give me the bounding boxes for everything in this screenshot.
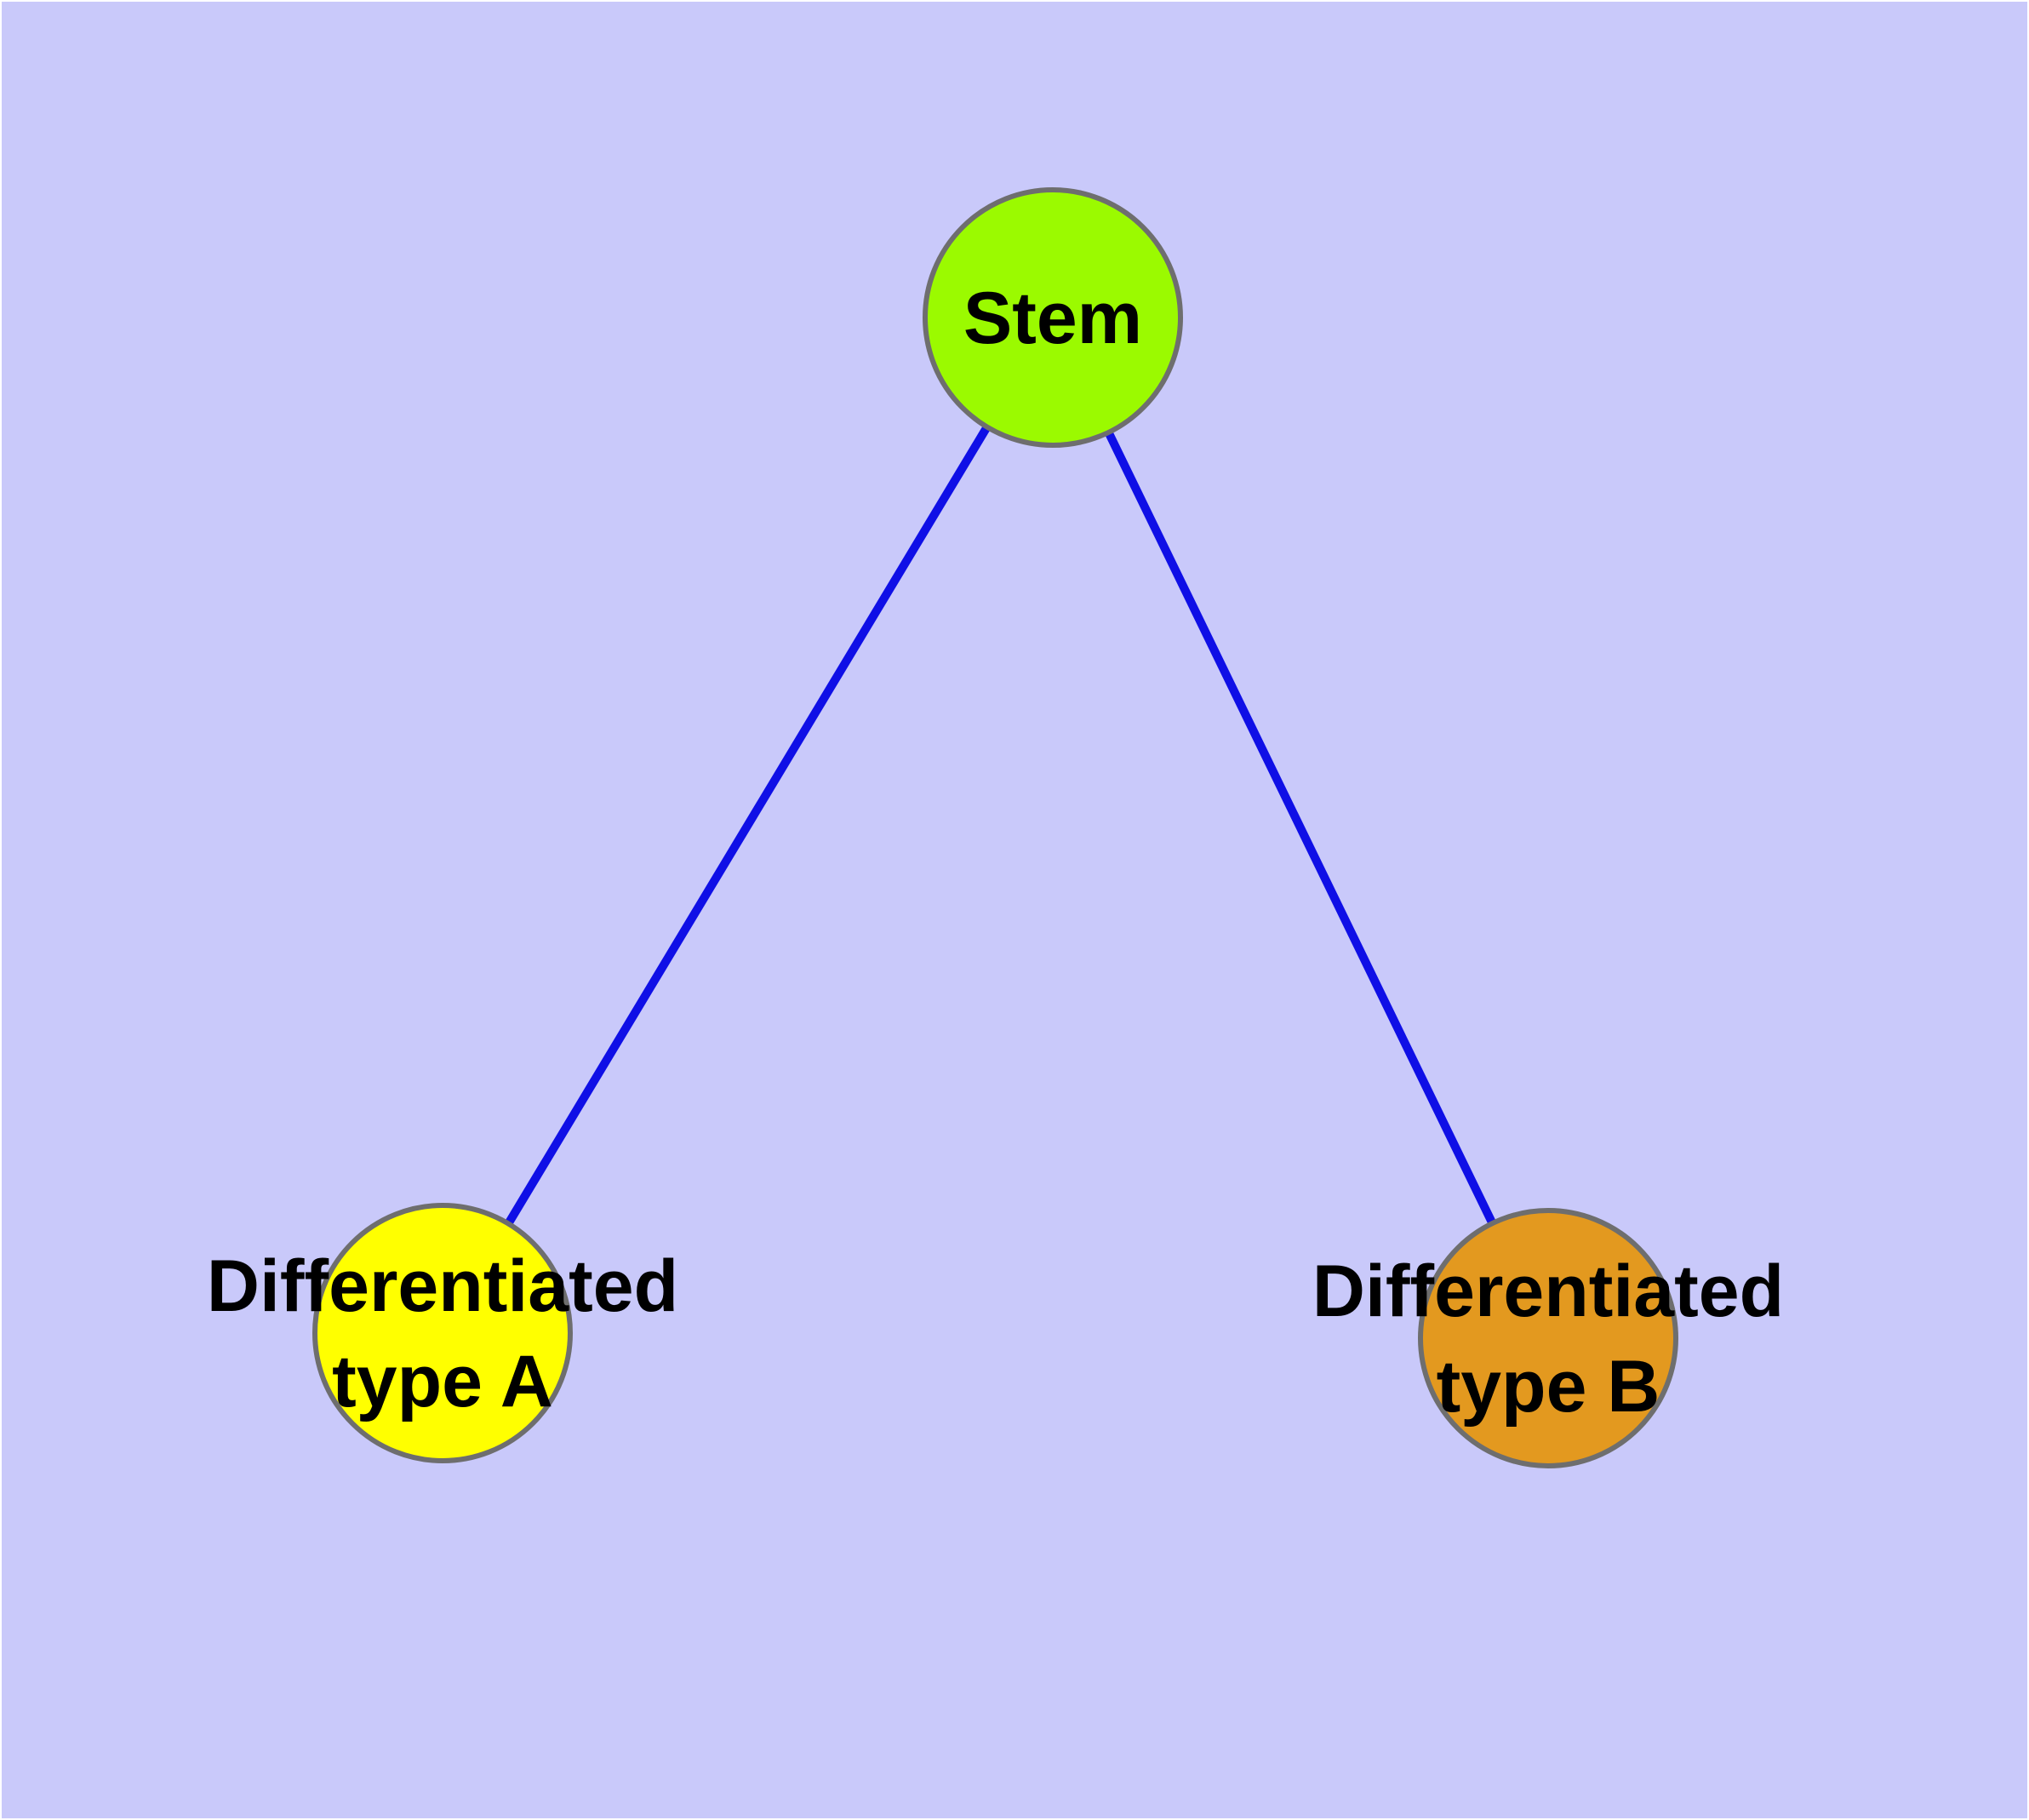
node-stem-label: Stem (963, 278, 1142, 359)
node-stem (923, 187, 1183, 448)
edge-stem-differentiated-type-a (438, 315, 1057, 1336)
node-differentiated-type-b (1418, 1208, 1678, 1468)
node-differentiated-type-a (312, 1203, 573, 1463)
edge-stem-differentiated-type-b (1049, 315, 1552, 1341)
